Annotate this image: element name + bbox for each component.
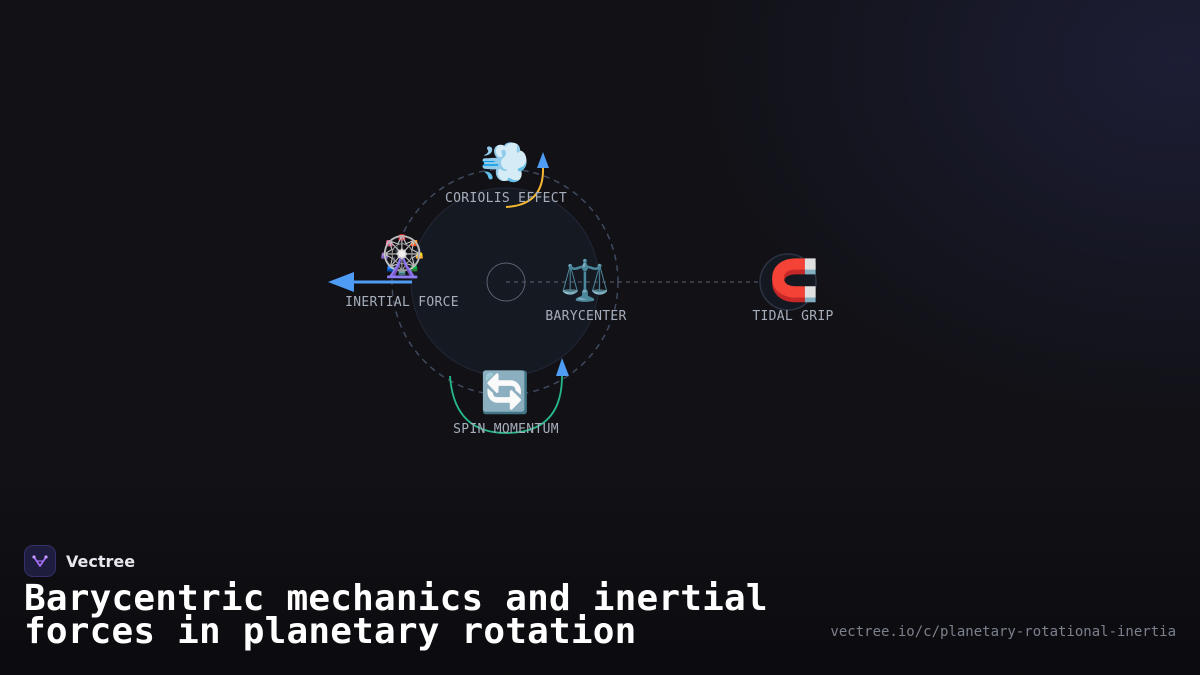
tidal-label: TIDAL GRIP: [752, 309, 833, 324]
rotate-arrows-icon: 🔄: [480, 369, 530, 416]
tidal-ring: [759, 253, 817, 311]
inertial-arrowhead: [328, 272, 354, 292]
brand: Vectree: [24, 544, 135, 578]
coriolis-arrowhead: [537, 152, 549, 168]
spin-arc: [449, 375, 563, 434]
barycenter-label: BARYCENTER: [545, 309, 626, 324]
coriolis-label: CORIOLIS EFFECT: [445, 191, 567, 206]
magnet-icon: 🧲: [769, 257, 819, 304]
vectree-logo-icon: [24, 545, 56, 577]
page-title: Barycentric mechanics and inertial force…: [24, 578, 768, 652]
inertial-label: INERTIAL FORCE: [345, 295, 459, 310]
spin-arrowhead: [556, 358, 569, 376]
coriolis-arc: [505, 167, 545, 208]
ferris-wheel-icon: 🎡: [377, 233, 427, 280]
balance-scale-icon: ⚖️: [560, 257, 610, 304]
wind-icon: 💨: [480, 140, 530, 186]
brand-name: Vectree: [66, 551, 136, 571]
source-url[interactable]: vectree.io/c/planetary-rotational-inerti…: [830, 624, 1176, 640]
spin-label: SPIN MOMENTUM: [453, 422, 559, 437]
